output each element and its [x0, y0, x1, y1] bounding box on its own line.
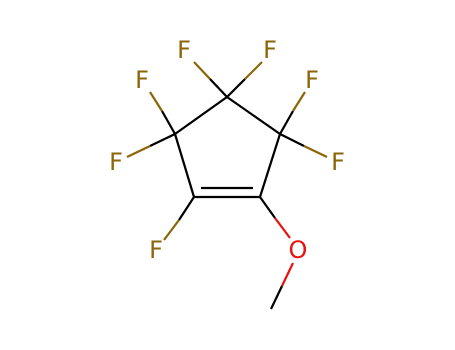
- bond-c4-c5: [173, 133, 196, 198]
- atom-labels: F F F F F F F O: [109, 36, 345, 264]
- ring-bonds: [173, 96, 282, 199]
- atom-f-right: F: [331, 148, 345, 176]
- bond-c2-c3: [258, 133, 282, 198]
- bond-c5-c1: [174, 96, 228, 135]
- atom-f-left: F: [109, 148, 123, 176]
- atom-f-top-right: F: [263, 36, 277, 64]
- methoxy-bonds: [259, 196, 294, 310]
- atom-o-methoxy: O: [289, 236, 308, 264]
- atom-f-upper-left: F: [135, 66, 149, 94]
- atom-f-lower-left: F: [149, 236, 163, 264]
- atom-f-top-left: F: [177, 36, 191, 64]
- fluorine-bonds: [126, 61, 328, 241]
- atom-f-upper-right: F: [305, 66, 319, 94]
- bond-c1-c2: [226, 96, 281, 135]
